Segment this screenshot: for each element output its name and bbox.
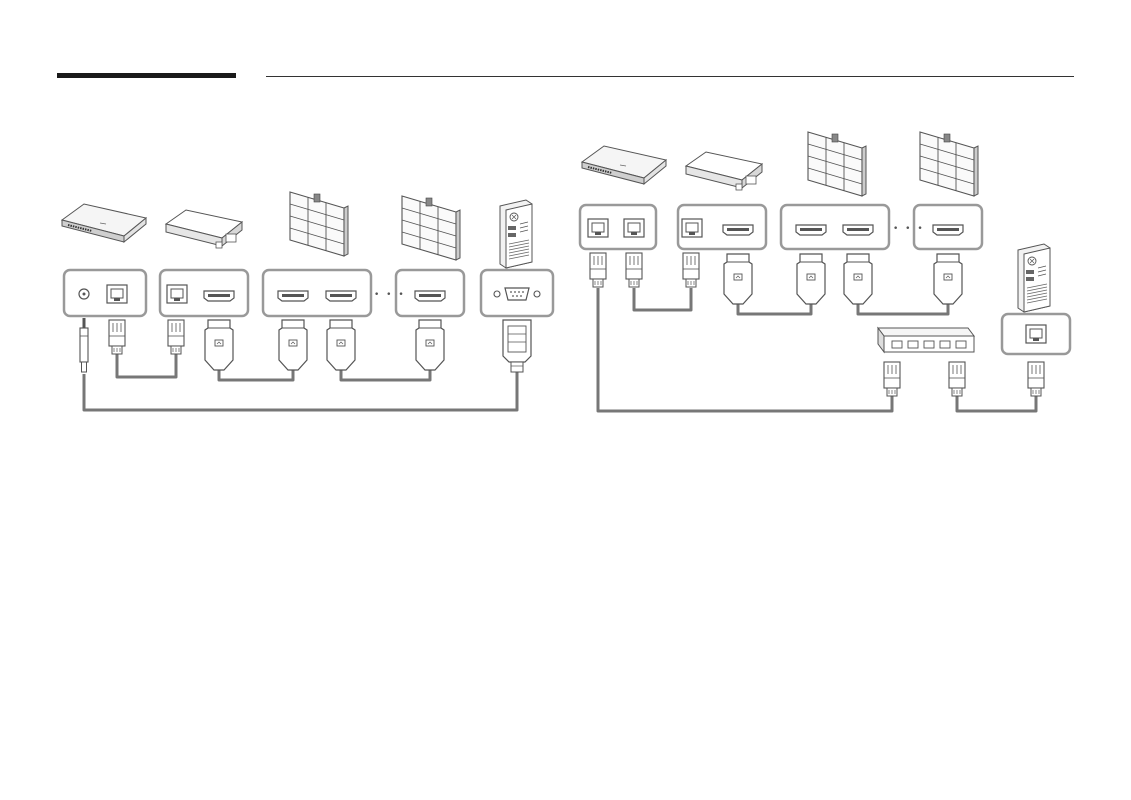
hdmi-plug-icon	[934, 254, 962, 304]
rj45-plug-icon	[626, 253, 642, 287]
pc-ports-panel	[481, 270, 553, 316]
ellipsis-right: • • •	[893, 224, 925, 234]
audio-plug-icon	[80, 318, 88, 372]
right-diagram: • • •	[580, 132, 1070, 411]
video-wall-icon	[808, 132, 866, 196]
pc-tower-icon	[1018, 244, 1050, 312]
video-wall-icon	[920, 132, 978, 196]
hdmi-plug-icon	[205, 320, 233, 370]
network-switch-icon	[878, 328, 974, 352]
rj45-plug-icon	[884, 362, 900, 396]
rj45-plug-icon	[109, 320, 125, 354]
rj45-plug-icon	[168, 320, 184, 354]
pc-ports-panel	[1002, 314, 1070, 354]
rs232c-plug-icon	[503, 320, 531, 372]
converter-box-icon	[166, 210, 242, 248]
video-wall-icon	[290, 192, 348, 256]
wall-last-ports-panel	[396, 270, 464, 316]
hdmi-plug-icon	[327, 320, 355, 370]
media-box-icon	[62, 204, 146, 242]
pc-tower-icon	[500, 200, 532, 268]
media-box-icon	[582, 146, 666, 184]
wall1-ports-panel	[263, 270, 371, 316]
rj45-plug-icon	[949, 362, 965, 396]
rj45-plug-icon	[683, 253, 699, 287]
hdmi-plug-icon	[844, 254, 872, 304]
hdmi-plug-icon	[416, 320, 444, 370]
rj45-plug-icon	[1028, 362, 1044, 396]
converter-box-icon	[686, 152, 762, 190]
hdmi-plug-icon	[279, 320, 307, 370]
video-wall-icon	[402, 196, 460, 260]
ellipsis-left: • • •	[374, 290, 406, 300]
hdmi-plug-icon	[724, 254, 752, 304]
mediabox-ports-panel	[64, 270, 146, 316]
left-diagram: • • •	[62, 192, 553, 410]
rj45-plug-icon	[590, 253, 606, 287]
hdmi-plug-icon	[797, 254, 825, 304]
